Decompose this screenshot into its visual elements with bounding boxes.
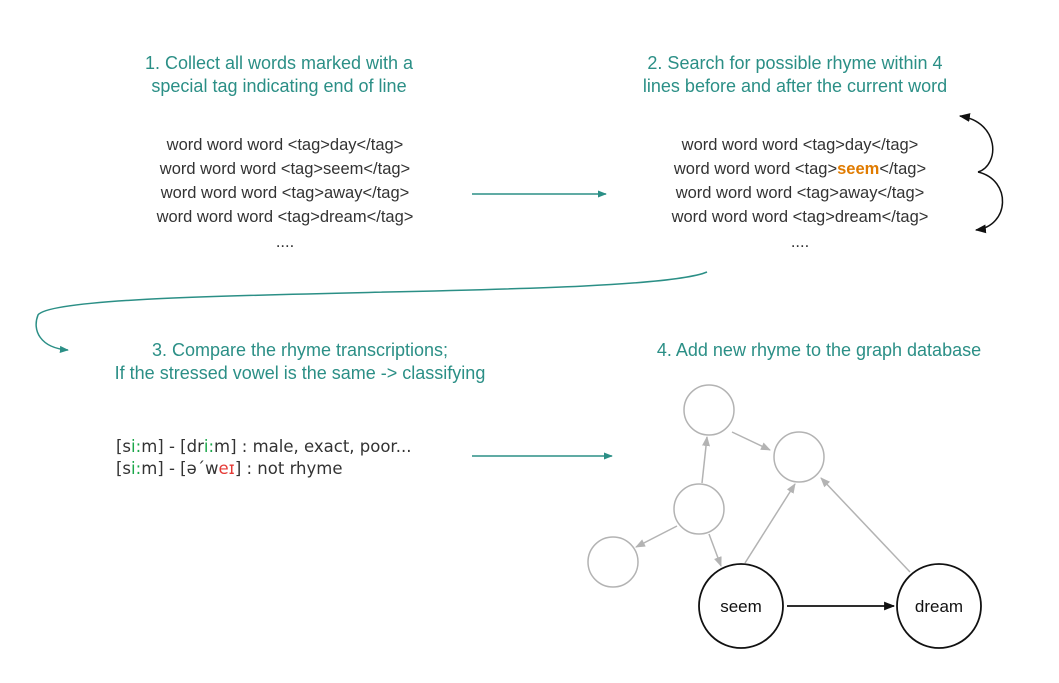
step3-title-line2: If the stressed vowel is the same -> cla… (114, 363, 486, 383)
ipa-separator: - (163, 437, 181, 456)
step2-line-1: word word word <tag>day</tag> (681, 136, 919, 154)
stressed-vowel-different: eɪ (218, 459, 235, 478)
step3-title-line1: 3. Compare the rhyme transcriptions; (151, 340, 449, 360)
step2-line-3: word word word <tag>away</tag> (675, 184, 925, 202)
graph-node (683, 384, 735, 436)
graph-edge (635, 525, 678, 548)
arrow-step2-to-step3 (35, 271, 708, 354)
stressed-vowel-same: i: (131, 459, 142, 478)
step2-line-4: word word word <tag>dream</tag> (671, 208, 929, 226)
step2-title-line2: lines before and after the current word (642, 76, 948, 96)
rhyme-classification: : not rhyme (241, 459, 343, 478)
ipa-b-close: m] (214, 437, 237, 456)
stressed-vowel-same: i: (203, 437, 215, 456)
graph-node-seem (698, 563, 784, 649)
ipa-separator: - (163, 459, 181, 478)
graph-edge (744, 483, 796, 564)
step1-line-1: word word word <tag>day</tag> (166, 136, 404, 154)
search-arrow-down (974, 171, 1004, 234)
current-word-highlight: seem (837, 160, 880, 178)
graph-node (673, 483, 725, 535)
graph-node-seem-label: seem (720, 597, 762, 616)
graph-edge (708, 533, 722, 567)
ipa-a-close: m] (141, 459, 164, 478)
rhyme-classification: : male, exact, poor... (236, 437, 412, 456)
step2-line-2-prefix: word word word <tag> (673, 160, 838, 178)
ipa-b-close: ] (234, 459, 242, 478)
step1-line-3: word word word <tag>away</tag> (160, 184, 410, 202)
graph-node (773, 431, 825, 483)
ipa-a-close: m] (141, 437, 164, 456)
ipa-b-open: [ə΄w (180, 459, 219, 478)
graph-node-dream-label: dream (915, 597, 963, 616)
graph-edge (701, 436, 711, 484)
transcription-row-1: [si:m] - [dri:m] : male, exact, poor... (116, 436, 411, 458)
step1-ellipsis: .... (275, 233, 295, 251)
step1-title-line1: 1. Collect all words marked with a (144, 53, 414, 73)
step4-title: 4. Add new rhyme to the graph database (656, 340, 982, 360)
graph-node-dream (896, 563, 982, 649)
graph-edge (820, 477, 911, 573)
search-arrow-up (958, 113, 994, 173)
step2-line-2-suffix: </tag> (879, 160, 927, 178)
ipa-a-open: [s (116, 459, 132, 478)
ipa-a-open: [s (116, 437, 132, 456)
graph-node (587, 536, 639, 588)
step2-title-line1: 2. Search for possible rhyme within 4 (647, 53, 943, 73)
step1-line-4: word word word <tag>dream</tag> (156, 208, 414, 226)
step1-title-line2: special tag indicating end of line (151, 76, 407, 96)
graph-edge (731, 431, 771, 451)
step2-ellipsis: .... (790, 233, 810, 251)
ipa-b-open: [dr (180, 437, 204, 456)
transcription-row-2: [si:m] - [ə΄weɪ] : not rhyme (116, 458, 343, 480)
step2-line-2: word word word <tag>seem</tag> (615, 157, 985, 181)
stressed-vowel-same: i: (131, 437, 142, 456)
step1-line-2: word word word <tag>seem</tag> (159, 160, 411, 178)
